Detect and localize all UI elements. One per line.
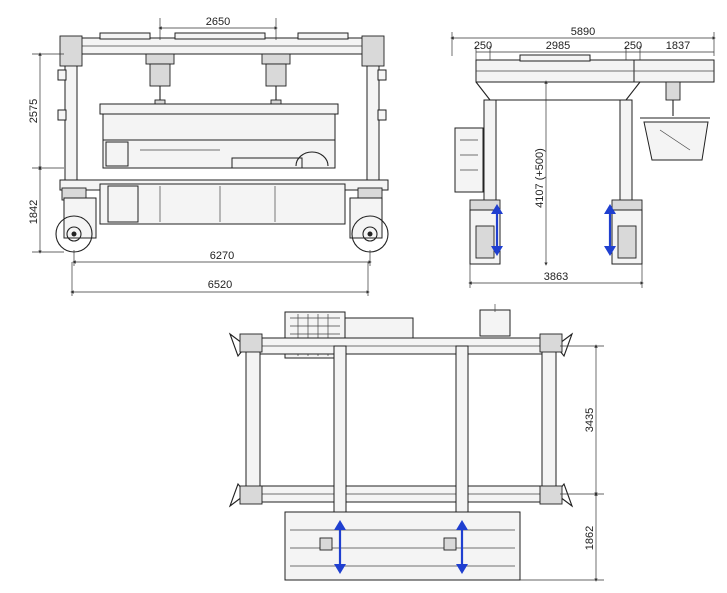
- dim-2985-label: 2985: [546, 40, 570, 52]
- dim-1837-label: 1837: [666, 40, 690, 52]
- side-leg-right: [619, 99, 633, 211]
- control-cabinet: [454, 127, 484, 193]
- plan-adjust-arrow-left: [334, 520, 346, 574]
- height-adjust-arrow-left: [491, 204, 503, 256]
- corner-brackets: [228, 332, 574, 508]
- side-dim-top: 5890 250 2985 250 1837: [450, 26, 716, 60]
- plan-adjust-arrow-right: [456, 520, 468, 574]
- dim-3435-label: 3435: [584, 408, 596, 432]
- plan-rail-right: [541, 345, 557, 497]
- side-view: 5890 250 2985 250 1837 4107 (+500) 3863: [450, 26, 716, 288]
- plan-dims: 3435 1862: [520, 344, 604, 582]
- left-column: [64, 53, 78, 185]
- dim-4107-label: 4107 (+500): [534, 148, 546, 208]
- hoist-right: [261, 53, 291, 109]
- dim-6270-label: 6270: [210, 250, 234, 262]
- dim-widths: 6270 6520: [70, 250, 372, 296]
- dim-5890-label: 5890: [571, 26, 595, 38]
- dim-1842-label: 1842: [28, 200, 40, 224]
- dim-6520-label: 6520: [208, 279, 232, 291]
- side-wheel-left: [469, 199, 501, 265]
- dim-250-right-label: 250: [624, 40, 642, 52]
- hoist-left: [145, 53, 175, 109]
- front-view: 2650 2575 1842 6270 6520: [28, 16, 389, 296]
- height-adjust-arrow-right: [604, 204, 616, 256]
- dim-3863-label: 3863: [544, 271, 568, 283]
- dim-250-left-label: 250: [474, 40, 492, 52]
- side-dim-base: 3863: [468, 264, 644, 288]
- dim-top: 2650: [158, 16, 278, 40]
- plan-view: 3435 1862: [228, 304, 604, 582]
- dim-1862-label: 1862: [584, 526, 596, 550]
- side-dim-height: 4107 (+500): [534, 80, 548, 266]
- plan-rail-left: [245, 345, 261, 497]
- right-column: [366, 53, 380, 185]
- pump-unit: [479, 309, 511, 337]
- load-mold: [99, 103, 339, 169]
- wheel-right: [349, 187, 389, 253]
- side-leg-left: [483, 99, 497, 211]
- wheel-left: [55, 187, 97, 253]
- dim-2575-label: 2575: [28, 99, 40, 123]
- side-hoist: [640, 81, 710, 161]
- side-wheel-right: [611, 199, 643, 265]
- dim-2650-label: 2650: [206, 16, 230, 28]
- dim-heights: 2575 1842: [28, 52, 64, 254]
